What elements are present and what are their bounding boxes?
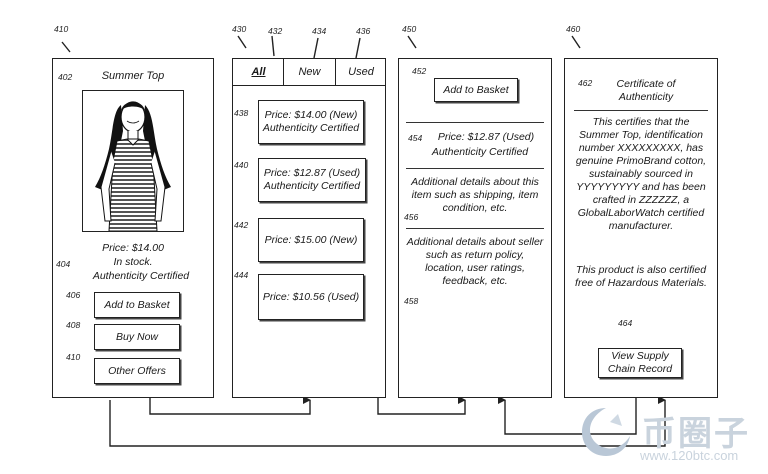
ref-434: 434 <box>312 26 327 36</box>
certificate-extra: This product is also certified free of H… <box>575 264 707 289</box>
ref-460: 460 <box>566 24 581 34</box>
ref-410: 410 <box>54 24 69 34</box>
certificate-body: This certifies that the Summer Top, iden… <box>575 116 707 232</box>
ref-454: 454 <box>408 133 423 143</box>
ref-458: 458 <box>404 296 419 306</box>
detail-price: Price: $12.87 (Used) <box>437 131 535 143</box>
tab-all[interactable]: All <box>234 58 284 85</box>
ref-444: 444 <box>234 270 249 280</box>
watermark-brand: 币圈子 <box>642 415 750 453</box>
other-offers-button[interactable]: Other Offers <box>94 358 180 384</box>
detail-authenticity: Authenticity Certified <box>431 146 529 158</box>
offers-tab-bar <box>232 58 386 86</box>
ref-442: 442 <box>234 220 249 230</box>
add-to-basket-button[interactable]: Add to Basket <box>94 292 180 318</box>
ref-430: 430 <box>232 24 247 34</box>
product-stock: In stock. <box>113 256 153 268</box>
ref-402: 402 <box>58 72 73 82</box>
ref-464: 464 <box>618 318 633 328</box>
ref-456: 456 <box>404 212 419 222</box>
offer-authenticity: Authenticity Certified <box>263 180 361 192</box>
seller-details-text: Additional details about seller such as … <box>406 236 544 287</box>
offer-card[interactable]: Price: $15.00 (New) <box>258 218 364 262</box>
product-image <box>82 90 184 232</box>
offer-card[interactable]: Price: $14.00 (New) Authenticity Certifi… <box>258 100 364 144</box>
connector-product-to-certificate <box>109 396 666 447</box>
buy-now-button[interactable]: Buy Now <box>94 324 180 350</box>
product-price: Price: $14.00 <box>102 242 164 254</box>
ref-432: 432 <box>268 26 283 36</box>
ref-450: 450 <box>402 24 417 34</box>
ref-462: 462 <box>578 78 593 88</box>
ref-436: 436 <box>356 26 371 36</box>
product-title: Summer Top <box>101 70 165 82</box>
product-authenticity: Authenticity Certified <box>92 270 190 282</box>
watermark: 币圈子 www.120btc.com <box>578 400 758 470</box>
tab-used[interactable]: Used <box>348 65 374 78</box>
connector-offers-to-list <box>149 384 311 415</box>
offer-card[interactable]: Price: $12.87 (Used) Authenticity Certif… <box>258 158 366 202</box>
divider <box>574 110 708 111</box>
ref-410b: 410 <box>66 352 81 362</box>
ref-452: 452 <box>412 66 427 76</box>
tab-new[interactable]: New <box>284 58 336 85</box>
ref-438: 438 <box>234 108 249 118</box>
divider <box>406 228 544 229</box>
divider <box>406 122 544 123</box>
offer-price: Price: $14.00 (New) <box>264 109 358 121</box>
summer-top-image-icon <box>95 101 171 231</box>
watermark-url: www.120btc.com <box>640 448 739 463</box>
connector-supply-chain <box>498 378 637 435</box>
offer-card[interactable]: Price: $10.56 (Used) <box>258 274 364 320</box>
offer-price: Price: $10.56 (Used) <box>262 290 360 303</box>
view-supply-chain-button[interactable]: View Supply Chain Record <box>598 348 682 378</box>
watermark-logo-icon <box>582 408 630 456</box>
offer-price: Price: $12.87 (Used) <box>263 167 361 179</box>
certificate-title: Certificate of Authenticity <box>616 78 676 103</box>
divider <box>406 168 544 169</box>
ref-404: 404 <box>56 259 71 269</box>
ref-406: 406 <box>66 290 81 300</box>
ref-408: 408 <box>66 320 81 330</box>
certificate-panel <box>564 58 718 398</box>
ref-440: 440 <box>234 160 249 170</box>
offer-price: Price: $15.00 (New) <box>264 233 358 246</box>
offer-authenticity: Authenticity Certified <box>262 122 360 134</box>
detail-add-to-basket-button[interactable]: Add to Basket <box>434 78 518 102</box>
item-details-text: Additional details about this item such … <box>411 176 539 214</box>
